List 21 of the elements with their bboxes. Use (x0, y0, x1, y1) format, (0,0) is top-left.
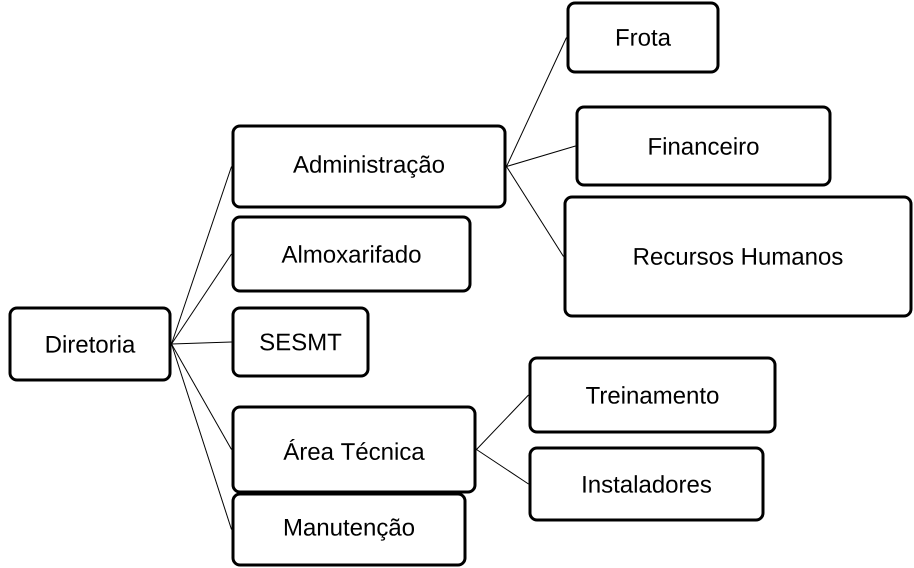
connector-line (476, 449, 529, 484)
org-box: Área Técnica (232, 406, 476, 494)
org-box: Diretoria (8, 306, 172, 382)
connector-line (506, 166, 564, 257)
connector-line (476, 394, 529, 450)
org-box: Recursos Humanos (564, 196, 912, 318)
connector-line (506, 146, 576, 167)
connector-line (171, 342, 232, 344)
connector-line (171, 344, 232, 530)
connector-line (171, 254, 232, 344)
org-box: Manutenção (232, 492, 466, 566)
org-box: Instaladores (528, 446, 764, 522)
connector-line (171, 344, 232, 450)
org-box: Treinamento (528, 356, 776, 434)
org-box: Frota (566, 2, 720, 74)
connector-line (171, 166, 232, 344)
org-box: SESMT (232, 306, 370, 378)
org-box: Administração (232, 124, 506, 208)
org-box: Financeiro (576, 106, 832, 186)
org-box: Almoxarifado (232, 216, 472, 292)
connector-line (506, 37, 567, 167)
